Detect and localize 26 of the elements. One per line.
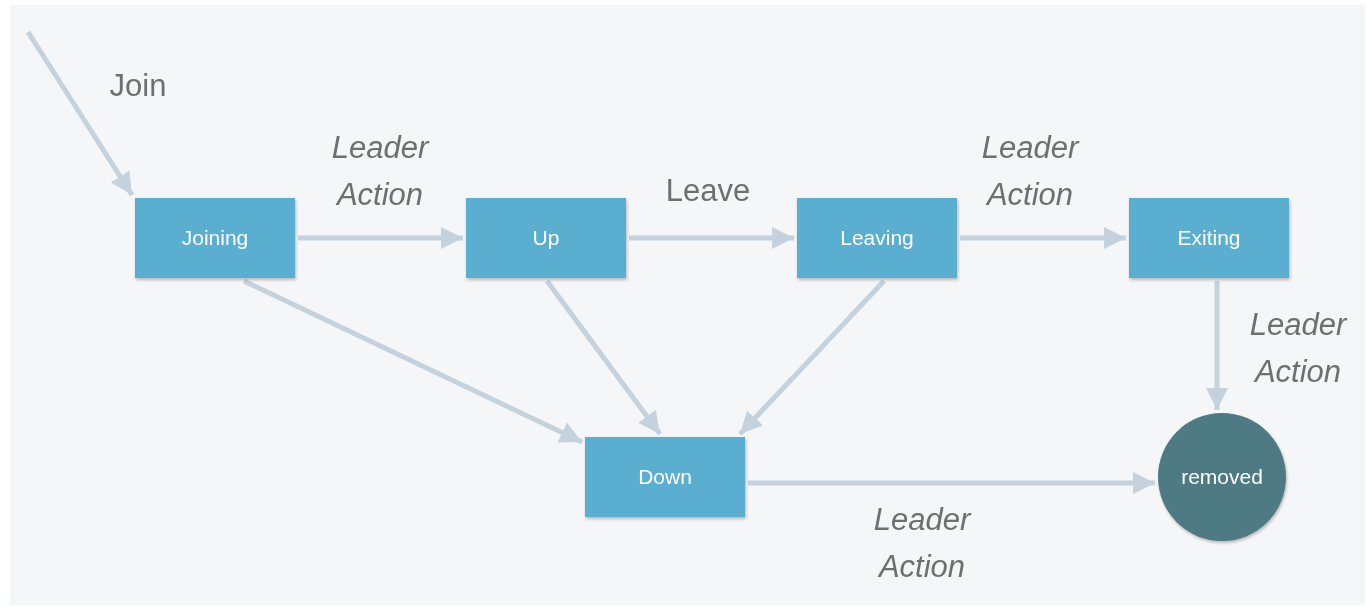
edge-label: Leave	[664, 171, 752, 210]
arrow	[545, 279, 662, 436]
arrow	[748, 472, 1155, 494]
arrow	[298, 227, 463, 249]
state-name: Exiting	[1177, 226, 1241, 250]
edge-label: Join	[108, 66, 168, 105]
state-name: removed	[1181, 465, 1263, 489]
state-name: Down	[638, 465, 692, 489]
state-name: Up	[532, 226, 560, 250]
arrow	[738, 279, 886, 436]
state-box	[466, 198, 626, 278]
arrow	[1206, 281, 1228, 410]
state-box	[585, 437, 745, 517]
state-box	[797, 198, 957, 278]
arrow	[25, 30, 135, 197]
arrow	[960, 227, 1126, 249]
edge-label: Leader Action	[330, 129, 431, 214]
arrow	[629, 227, 794, 249]
state-box	[1129, 198, 1289, 278]
state-name: Leaving	[840, 226, 914, 250]
edge-label: Leader Action	[980, 129, 1081, 214]
arrow	[242, 278, 584, 445]
edge-label: Leader Action	[1248, 306, 1349, 391]
state-box	[135, 198, 295, 278]
state-name: Joining	[181, 226, 249, 250]
edge-label: Leader Action	[872, 501, 973, 586]
